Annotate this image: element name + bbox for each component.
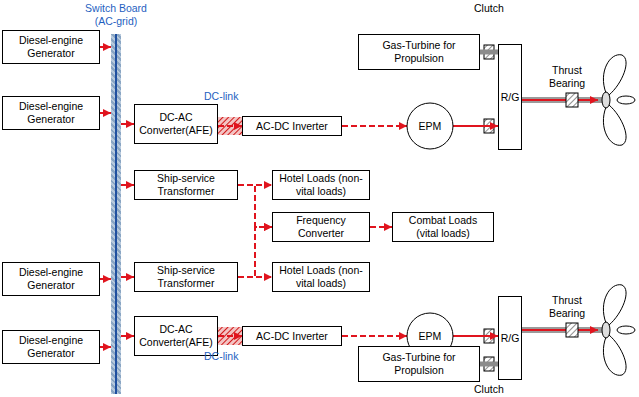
- node-text: Ship-service Transformer: [139, 172, 233, 197]
- power-flow-connector: [121, 335, 134, 337]
- reduction-gear-box: R/G: [498, 296, 522, 380]
- propeller-blade: [603, 335, 626, 375]
- node-text: Diesel-engine Generator: [7, 334, 95, 359]
- node-text: DC-AC Converter(AFE): [139, 323, 213, 348]
- node-text: R/G: [501, 91, 520, 104]
- power-flow-connector: [121, 276, 134, 278]
- node-text: Combat Loads (vital loads): [397, 214, 489, 239]
- node-text: DC-AC Converter(AFE): [139, 111, 213, 136]
- node-text: Diesel-engine Generator: [7, 34, 95, 59]
- node-text: Switch Board (AC-grid): [78, 2, 154, 27]
- power-flow-arrow: [522, 99, 598, 101]
- node-text: R/G: [501, 332, 520, 345]
- shaft: [522, 97, 604, 103]
- thrust-bearing: [566, 323, 578, 337]
- reduction-gear-box: R/G: [498, 44, 522, 150]
- node-text: Diesel-engine Generator: [7, 266, 95, 291]
- propeller-blade: [603, 55, 626, 95]
- power-flow-connector: [121, 123, 134, 125]
- propeller-hub: [602, 322, 610, 338]
- node-text: Frequency Converter: [277, 214, 365, 239]
- propulsion-shaft-top: [522, 93, 604, 107]
- shaft-connector: [480, 50, 498, 55]
- power-flow-arrow: [522, 329, 598, 331]
- power-flow-connector: [100, 46, 111, 48]
- thrust-bearing: [566, 93, 578, 107]
- power-flow-connector: [453, 335, 498, 337]
- node-text: EPM: [419, 120, 442, 133]
- propeller-hub: [602, 92, 610, 108]
- power-flow-connector: [238, 227, 272, 277]
- power-flow-connector: [100, 346, 111, 348]
- load-box: Hotel Loads (non-vital loads): [272, 262, 370, 292]
- dc-link-bus: [218, 117, 242, 135]
- load-box: Combat Loads (vital loads): [392, 212, 494, 242]
- motor-circle: EPM: [406, 102, 454, 150]
- generator-box: Diesel-engine Generator: [2, 262, 100, 296]
- transformer-box: Ship-service Transformer: [134, 170, 238, 200]
- propeller: [602, 285, 635, 376]
- motor-circle-outline: [407, 103, 453, 149]
- shaft: [522, 327, 604, 333]
- bus-bar: [111, 34, 121, 394]
- power-flow-connector: [218, 125, 242, 127]
- generator-box: Diesel-engine Generator: [2, 330, 100, 364]
- load-box: Hotel Loads (non-vital loads): [272, 170, 370, 200]
- generator-box: Diesel-engine Generator: [2, 30, 100, 64]
- propeller-blade: [603, 285, 626, 325]
- propeller-blade: [603, 105, 626, 145]
- clutch-label: Clutch: [474, 383, 504, 396]
- node-text: AC-DC Inverter: [256, 120, 328, 133]
- node-text: EPM: [419, 330, 442, 343]
- bus-line: [115, 34, 117, 394]
- node-text: AC-DC Inverter: [256, 330, 328, 343]
- node-text: Ship-service Transformer: [139, 264, 233, 289]
- propeller-blade: [617, 326, 635, 334]
- converter-box: DC-AC Converter(AFE): [134, 104, 218, 144]
- power-flow-connector: [100, 112, 111, 114]
- transformer-box: Ship-service Transformer: [134, 262, 238, 292]
- inverter-box: AC-DC Inverter: [242, 116, 342, 136]
- power-flow-connector: [342, 335, 407, 337]
- clutch-label: Clutch: [474, 2, 504, 15]
- shaft-connector: [480, 362, 498, 367]
- converter-box: Frequency Converter: [272, 212, 370, 242]
- propeller: [602, 55, 635, 146]
- thrust-bearing-label: Thrust Bearing: [538, 64, 596, 89]
- propeller-blade: [617, 96, 635, 104]
- propulsion-shaft-bottom: [522, 323, 604, 337]
- power-flow-connector: [238, 185, 272, 227]
- node-text: Diesel-engine Generator: [7, 100, 95, 125]
- dc-link-label: DC-link: [204, 90, 238, 103]
- node-text: Hotel Loads (non-vital loads): [277, 172, 365, 197]
- dc-link-bus: [218, 327, 242, 345]
- power-flow-connector: [100, 278, 111, 280]
- node-text: Gas-Turbine for Propulsion: [363, 351, 475, 376]
- power-flow-connector: [342, 125, 407, 127]
- gas-turbine-box: Gas-Turbine for Propulsion: [358, 34, 480, 70]
- generator-box: Diesel-engine Generator: [2, 96, 100, 130]
- gas-turbine-box: Gas-Turbine for Propulsion: [358, 346, 480, 382]
- inverter-box: AC-DC Inverter: [242, 326, 342, 346]
- power-flow-connector: [218, 335, 242, 337]
- power-flow-connector: [121, 184, 134, 186]
- power-flow-connector: [453, 125, 498, 127]
- node-text: Gas-Turbine for Propulsion: [363, 39, 475, 64]
- dc-link-label: DC-link: [204, 350, 238, 363]
- thrust-bearing-label: Thrust Bearing: [538, 294, 596, 319]
- power-flow-connector: [370, 226, 392, 228]
- node-text: Hotel Loads (non-vital loads): [277, 264, 365, 289]
